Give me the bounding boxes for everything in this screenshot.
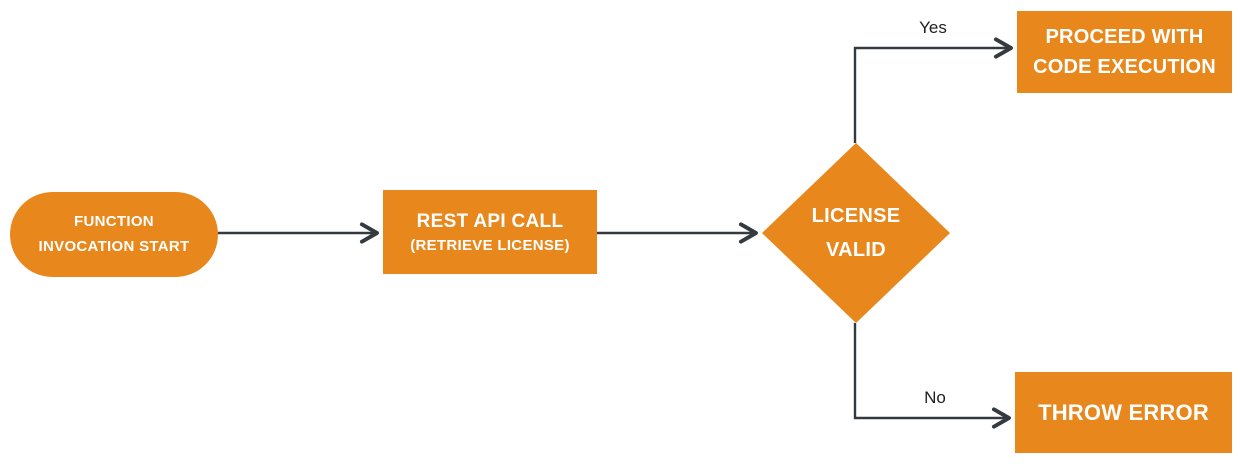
decision-diamond-shape bbox=[762, 143, 950, 323]
start-node-label-line1: FUNCTION bbox=[74, 212, 154, 230]
license-valid-label-line1: LICENSE bbox=[811, 205, 901, 227]
license-valid-label-line2: VALID bbox=[825, 239, 886, 261]
proceed-label-line1: PROCEED WITH bbox=[1045, 26, 1204, 48]
connector-decision-no-to-throw-error bbox=[853, 323, 1011, 429]
no-edge-label: No bbox=[924, 388, 946, 407]
throw-error-node: THROW ERROR bbox=[1015, 372, 1232, 453]
proceed-node: PROCEED WITH CODE EXECUTION bbox=[1017, 11, 1232, 93]
license-valid-label: LICENSE VALID bbox=[762, 143, 950, 323]
rest-api-call-label-line2: (RETRIEVE LICENSE) bbox=[410, 236, 570, 254]
rest-api-call-label-line1: REST API CALL bbox=[416, 210, 564, 232]
proceed-label-line2: CODE EXECUTION bbox=[1033, 56, 1216, 78]
start-node-label-line2: INVOCATION START bbox=[38, 237, 190, 255]
connector-decision-yes-to-proceed bbox=[853, 37, 1013, 143]
throw-error-label: THROW ERROR bbox=[1038, 399, 1209, 425]
license-valid-decision-node: LICENSE VALID bbox=[762, 143, 950, 323]
rest-api-call-node: REST API CALL (RETRIEVE LICENSE) bbox=[383, 190, 597, 274]
yes-edge-label: Yes bbox=[919, 18, 947, 37]
start-node: FUNCTION INVOCATION START bbox=[10, 192, 218, 277]
